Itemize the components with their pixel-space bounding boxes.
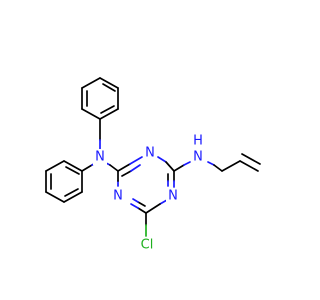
atom-n-ring-left: N — [113, 189, 123, 204]
atom-n-ring-right: N — [168, 189, 178, 204]
bond — [130, 164, 141, 172]
bond — [121, 170, 132, 177]
bond — [207, 161, 215, 166]
bond — [99, 77, 119, 89]
bond — [129, 156, 143, 165]
bond — [137, 201, 146, 207]
bond — [241, 153, 261, 165]
atom-n-amino: N — [193, 150, 203, 165]
bond — [157, 156, 167, 163]
bond — [137, 207, 147, 214]
bond — [145, 203, 161, 214]
bond — [213, 164, 223, 172]
bond — [109, 164, 119, 172]
bond — [100, 105, 115, 114]
bond — [132, 198, 139, 203]
bond — [45, 191, 65, 203]
bond — [99, 108, 119, 120]
bonds — [45, 77, 261, 237]
atom-n-amine: N — [95, 150, 105, 165]
bond — [221, 160, 241, 172]
bond — [130, 203, 139, 209]
bond — [117, 163, 131, 172]
bond — [159, 199, 168, 205]
bond — [102, 83, 116, 92]
atom-cl: Cl — [141, 238, 154, 253]
bond — [65, 166, 80, 175]
molecule-diagram: N N N N H N Cl — [45, 77, 261, 253]
bond — [165, 161, 175, 172]
bond — [63, 160, 83, 172]
bond — [81, 108, 101, 120]
bond — [239, 160, 259, 172]
atom-n-ring-top: N — [145, 146, 155, 161]
bond — [81, 164, 93, 172]
bond — [183, 161, 191, 166]
bond — [64, 188, 79, 197]
bond — [81, 77, 101, 89]
bond — [63, 191, 83, 203]
bond — [173, 164, 185, 172]
atom-labels: N N N N H N Cl — [93, 133, 205, 253]
atom-h: H — [193, 134, 203, 149]
bond — [45, 160, 65, 172]
